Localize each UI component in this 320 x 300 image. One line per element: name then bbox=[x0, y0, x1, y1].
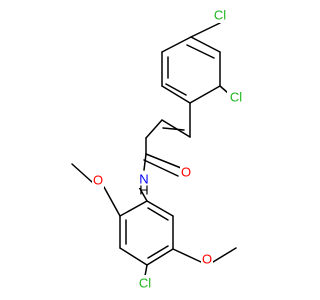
amide-nitrogen-atom-label: N bbox=[139, 172, 148, 187]
chlorine-ring-bond-right bbox=[219, 85, 229, 94]
vinyl-double-bond-inner bbox=[162, 127, 185, 131]
methoxy-oxygen-bond-left bbox=[103, 186, 121, 217]
upper-ring-bond bbox=[161, 85, 191, 104]
bond-layer bbox=[71, 22, 237, 277]
vinyl-bond bbox=[145, 119, 163, 139]
amide-hydrogen-atom-label: H bbox=[139, 183, 148, 198]
methyl-bond-left bbox=[71, 163, 93, 183]
methoxy-oxygen-bond-right bbox=[172, 248, 202, 263]
lower-ring-bond bbox=[119, 247, 148, 266]
molecule-structure-diagram: Cl Cl O N H O O Cl bbox=[71, 7, 245, 291]
atom-label-layer: Cl Cl O N H O O Cl bbox=[92, 7, 245, 291]
lower-ring-inner-bond bbox=[147, 207, 169, 221]
upper-ring-inner-bond bbox=[165, 83, 187, 96]
carbonyl-double-bond bbox=[145, 153, 182, 169]
upper-ring-bond bbox=[161, 36, 192, 53]
chlorine-atom-label-top: Cl bbox=[214, 8, 226, 23]
lower-ring-bond bbox=[119, 200, 148, 217]
methyl-bond-right bbox=[212, 247, 237, 263]
chlorine-ring-bond-bottom bbox=[144, 264, 148, 277]
upper-ring-bond bbox=[189, 85, 221, 104]
carbonyl-double-bond-inner bbox=[143, 159, 179, 177]
chlorine-atom-label-bottom: Cl bbox=[139, 276, 151, 291]
upper-ring-bond bbox=[190, 36, 221, 53]
methoxy-oxygen-atom-label-right: O bbox=[202, 252, 212, 267]
chlorine-atom-label-right: Cl bbox=[230, 90, 242, 105]
amide-nitrogen-bond bbox=[143, 153, 147, 171]
nitrogen-ring-bond bbox=[138, 186, 148, 202]
lower-ring-inner-bond bbox=[147, 245, 169, 259]
lower-ring-bond bbox=[146, 248, 174, 266]
lower-ring-bond bbox=[146, 200, 174, 217]
carbonyl-oxygen-atom-label: O bbox=[181, 165, 191, 180]
chlorine-ring-bond-top bbox=[190, 22, 221, 38]
upper-ring-inner-bond bbox=[186, 44, 215, 59]
methoxy-oxygen-atom-label-left: O bbox=[93, 173, 103, 188]
